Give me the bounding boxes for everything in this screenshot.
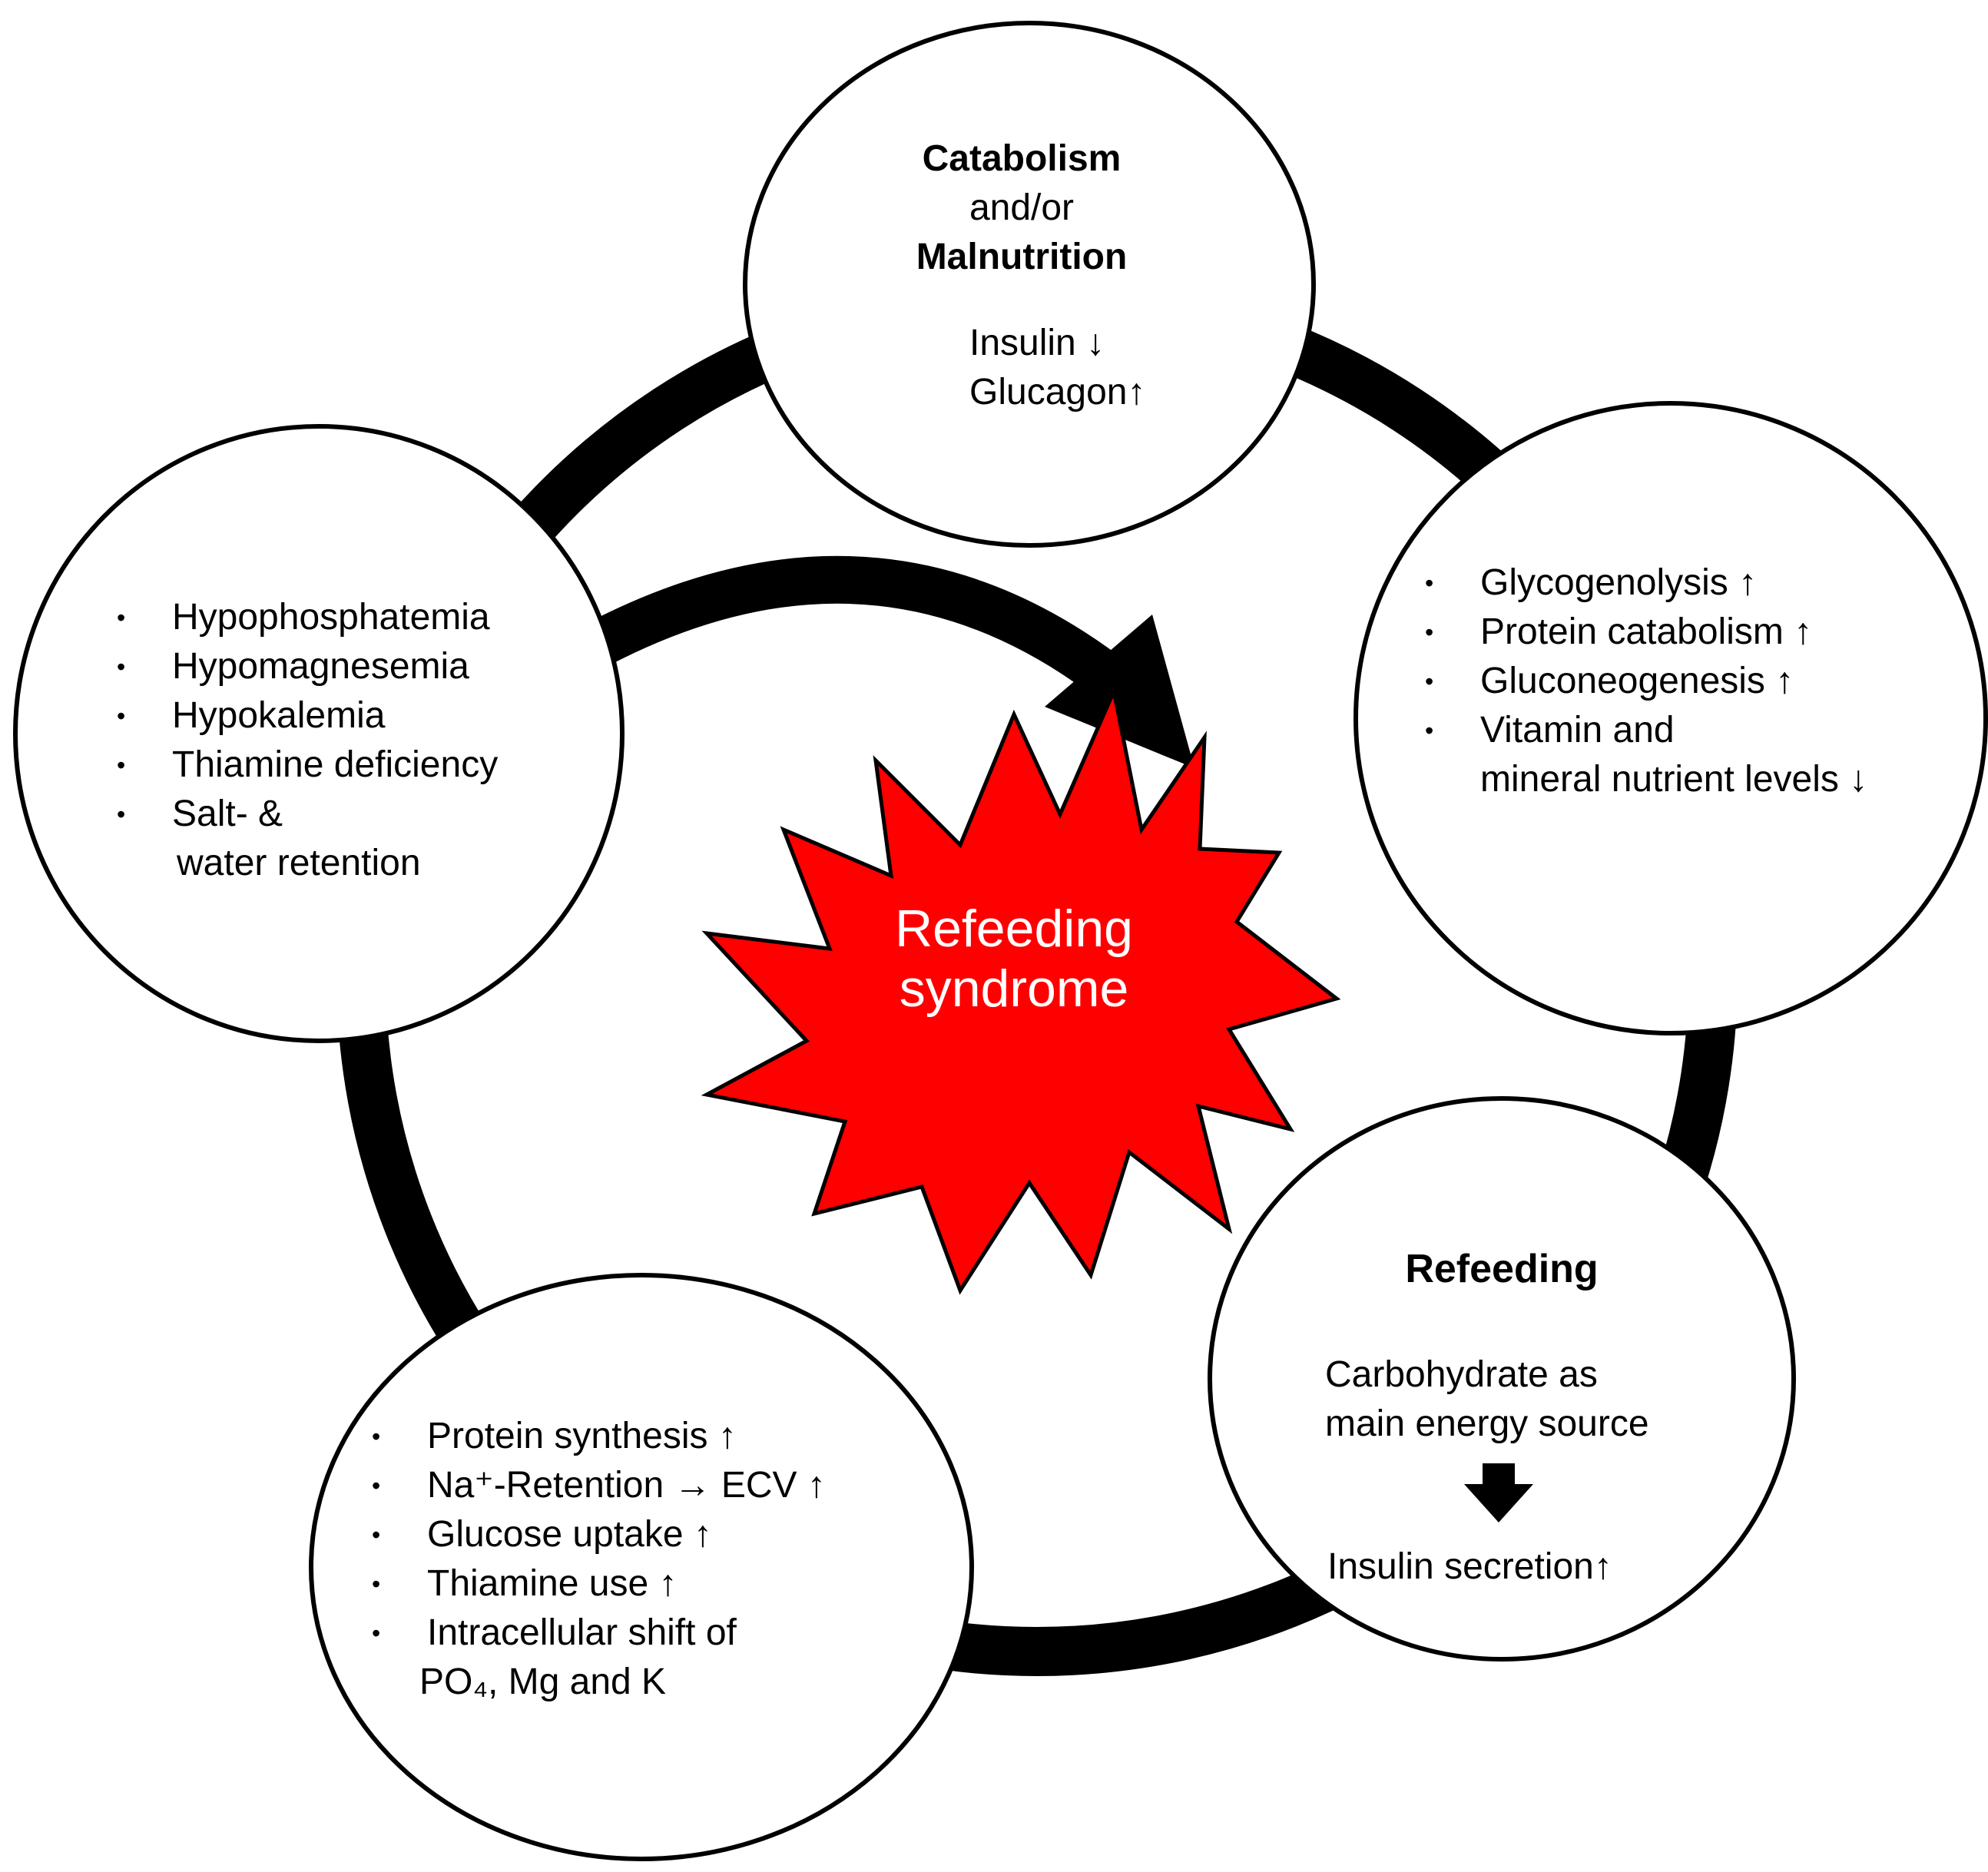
energy-line-1: Carbohydrate as <box>1325 1354 1598 1395</box>
syndrome-line-2: syndrome <box>899 959 1129 1018</box>
list-item: Hypokalemia <box>117 691 578 741</box>
refeeding-result: Insulin secretion↑ <box>1327 1542 1696 1592</box>
refeeding-title: Refeeding <box>1405 1247 1599 1291</box>
catabolism-connector: and/or <box>969 187 1075 228</box>
syndrome-line-1: Refeeding <box>894 900 1134 958</box>
curved-arrow-head <box>1045 615 1194 768</box>
cellular-effects-list: Protein synthesis ↑ Na⁺-Retention → ECV … <box>372 1412 910 1707</box>
energy-line-2: main energy source <box>1325 1403 1649 1444</box>
refeeding-text: Refeeding <box>1306 1244 1698 1294</box>
refeeding-energy: Carbohydrate as main energy source <box>1325 1350 1725 1449</box>
glucagon-line: Glucagon↑ <box>969 372 1146 413</box>
list-item: Protein synthesis ↑ <box>372 1412 910 1461</box>
curved-arrow-shaft <box>556 555 1121 695</box>
list-item-continuation: mineral nutrient levels ↓ <box>1480 759 1868 800</box>
malnutrition-title: Malnutrition <box>916 237 1128 277</box>
deficiencies-list: Hypophosphatemia Hypomagnesemia Hypokale… <box>117 593 578 888</box>
refeeding-syndrome-starburst <box>701 684 1341 1295</box>
insulin-secretion-line: Insulin secretion↑ <box>1327 1546 1612 1587</box>
list-item: Hypomagnesemia <box>117 642 578 691</box>
insulin-down-arrow <box>1464 1463 1533 1522</box>
catabolism-bubble <box>743 21 1316 548</box>
refeeding-syndrome-label: Refeeding syndrome <box>768 899 1260 1019</box>
list-item: Vitamin and <box>1425 706 1932 755</box>
list-item: Intracellular shift of <box>372 1609 910 1658</box>
list-item: Gluconeogenesis ↑ <box>1425 657 1932 706</box>
list-item: Thiamine deficiency <box>117 741 578 790</box>
list-item-continuation: water retention <box>177 843 421 883</box>
catabolism-text: Catabolism and/or Malnutrition <box>845 134 1198 282</box>
catabolism-title: Catabolism <box>922 138 1122 179</box>
metabolic-effects-list: Glycogenolysis ↑ Protein catabolism ↑ Gl… <box>1425 558 1932 804</box>
list-item: Glucose uptake ↑ <box>372 1510 910 1559</box>
list-item: Thiamine use ↑ <box>372 1559 910 1609</box>
list-item: Glycogenolysis ↑ <box>1425 558 1932 608</box>
list-item: Hypophosphatemia <box>117 593 578 642</box>
list-item: Na⁺-Retention → ECV ↑ <box>372 1461 910 1510</box>
insulin-line: Insulin ↓ <box>969 323 1105 363</box>
list-item-continuation: PO₄, Mg and K <box>419 1662 667 1702</box>
list-item: Protein catabolism ↑ <box>1425 608 1932 657</box>
hormone-lines: Insulin ↓ Glucagon↑ <box>969 319 1200 417</box>
list-item: Salt- & <box>117 790 578 839</box>
refeeding-bubble <box>1208 1096 1796 1662</box>
